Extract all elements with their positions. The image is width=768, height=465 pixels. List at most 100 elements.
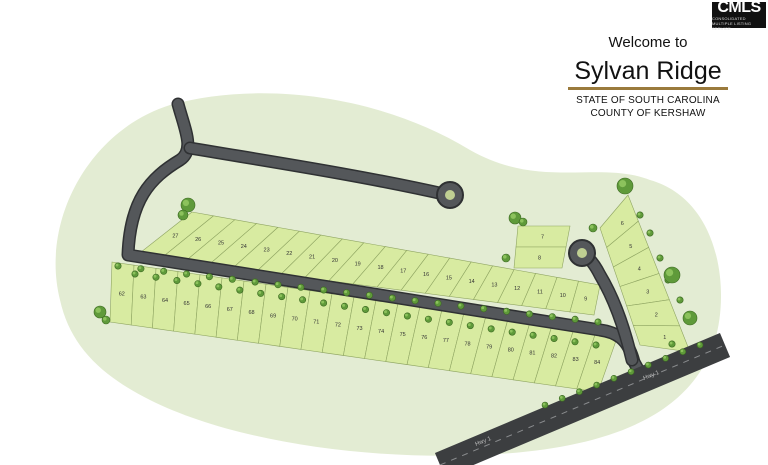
lot-number: 22 (286, 251, 292, 257)
lot-number: 6 (621, 221, 624, 227)
tree-highlight (677, 297, 681, 301)
tree-highlight (216, 284, 220, 288)
title-block: Welcome to Sylvan Ridge STATE OF SOUTH C… (548, 34, 748, 120)
lot-number: 66 (205, 304, 211, 310)
tree-highlight (572, 316, 576, 320)
tree-highlight (207, 274, 210, 278)
tree-highlight (161, 268, 165, 272)
tree-highlight (657, 255, 661, 259)
lot-number: 16 (423, 272, 429, 278)
lot-number: 26 (195, 237, 201, 243)
tree-highlight (412, 298, 416, 302)
tree-highlight (229, 276, 233, 280)
tree-highlight (182, 199, 190, 207)
tree-highlight (549, 314, 553, 318)
tree-highlight (577, 389, 580, 393)
tree-highlight (666, 269, 674, 277)
tree-highlight (611, 376, 615, 379)
title-rule (568, 87, 728, 90)
tree-highlight (435, 300, 439, 304)
lot-number: 73 (356, 326, 362, 332)
lot-number: 27 (172, 234, 178, 240)
tree-highlight (680, 349, 684, 353)
lot-number: 24 (241, 244, 247, 250)
lot-number: 72 (335, 323, 341, 329)
lots-cul-de-sac: 78 (513, 225, 571, 269)
lot-number: 5 (629, 244, 632, 250)
tree-highlight (275, 282, 279, 286)
tree-highlight (103, 317, 107, 321)
welcome-text: Welcome to (608, 34, 688, 51)
lots-south-row: 6263646566676869707172737475767778798081… (109, 261, 619, 393)
tree-highlight (628, 369, 632, 373)
tree-highlight (95, 307, 101, 313)
tree-highlight (646, 362, 649, 366)
lot-number: 74 (378, 329, 384, 335)
tree-highlight (342, 303, 345, 307)
tree-highlight (252, 279, 256, 283)
highway-centerline (439, 344, 726, 465)
lot-number: 14 (469, 279, 475, 285)
tree-highlight (590, 225, 594, 229)
lot-number: 8 (538, 256, 541, 262)
lot-number: 10 (560, 293, 566, 299)
tree-highlight (458, 303, 462, 307)
lot-number: 20 (332, 258, 338, 264)
tree-highlight (637, 212, 641, 216)
tree-highlight (367, 292, 370, 296)
cul-de-sac-lot (513, 246, 567, 269)
lot-number: 76 (421, 335, 427, 341)
lot-number: 19 (355, 262, 361, 268)
tree-highlight (488, 326, 492, 330)
logo-text: CMLS (717, 0, 761, 16)
cul-de-sac-east-island (577, 248, 587, 258)
lot-number: 12 (514, 286, 520, 292)
tree-highlight (684, 312, 692, 320)
cmls-logo: CMLS CONSOLIDATED MULTIPLE LISTING SERVI… (712, 0, 766, 31)
tree-highlight (195, 281, 199, 285)
tree-highlight (300, 297, 304, 301)
lot-number: 1 (663, 335, 666, 341)
lot-number: 2 (655, 312, 658, 318)
lot-number: 68 (248, 310, 254, 316)
tree-highlight (138, 266, 142, 270)
tree-highlight (115, 263, 119, 267)
lot-number: 64 (162, 298, 168, 304)
tree-highlight (663, 356, 667, 359)
lot-number: 11 (537, 289, 543, 295)
tree-highlight (527, 311, 530, 315)
tree-highlight (572, 339, 576, 343)
lot-number: 63 (140, 295, 146, 301)
lot-number: 65 (184, 301, 190, 307)
tree-highlight (363, 307, 366, 310)
tree-highlight (179, 211, 184, 216)
tree-highlight (559, 396, 563, 399)
tree-highlight (594, 382, 598, 386)
road-network (121, 97, 652, 389)
tree-highlight (405, 313, 408, 317)
tree-highlight (509, 329, 513, 333)
lot-number: 25 (218, 241, 224, 247)
tree-highlight (530, 332, 534, 336)
tree-highlight (184, 271, 188, 275)
tree-highlight (384, 310, 387, 314)
lot-number: 15 (446, 275, 452, 281)
tree-highlight (237, 287, 241, 291)
lot-number: 78 (464, 341, 470, 347)
tree-highlight (510, 213, 516, 219)
north-row-lot (569, 280, 601, 316)
state-line: STATE OF SOUTH CAROLINA (576, 95, 720, 106)
tree-highlight (551, 336, 555, 339)
lot-number: 75 (400, 332, 406, 338)
logo-subtext: CONSOLIDATED MULTIPLE LISTING SERVICE (712, 15, 752, 31)
tree-highlight (542, 402, 546, 406)
tree-highlight (481, 306, 485, 310)
tree-highlight (174, 278, 178, 281)
tree-highlight (593, 342, 597, 346)
road-cul-de-sac-spur-fill (185, 143, 453, 200)
lot-number: 77 (443, 338, 449, 344)
tree-highlight (344, 290, 348, 294)
lot-number: 4 (638, 267, 641, 273)
